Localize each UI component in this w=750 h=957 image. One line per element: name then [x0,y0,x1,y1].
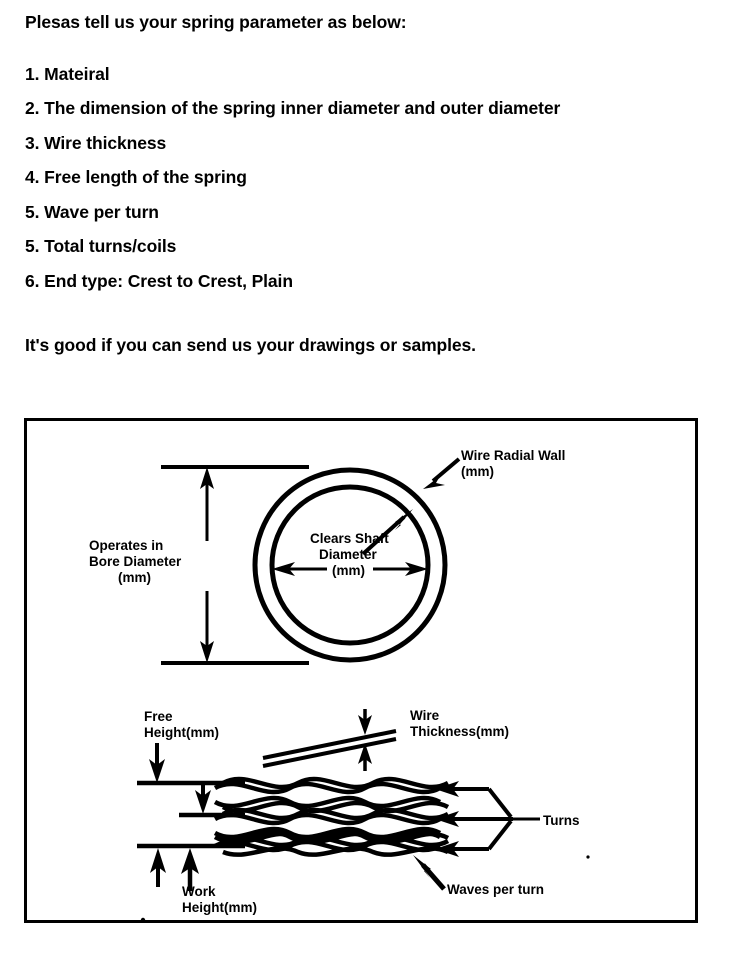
side-view-group: Free Height(mm) [137,708,590,923]
bore-diameter-label-line3: (mm) [118,570,151,585]
free-height-label-line1: Free [144,709,173,724]
radial-wall-inner-leader-arrow [361,509,413,556]
shaft-diameter-label-line3: (mm) [332,563,365,578]
param-item-7: 6. End type: Crest to Crest, Plain [25,270,293,291]
wire-strip-detail [262,729,397,768]
coil-3-strand-a [213,839,442,853]
work-height-label-line2: Height(mm) [182,900,257,915]
param-item-5: 5. Wave per turn [25,201,159,222]
scan-artifact-dot [586,855,590,859]
coil-1-strand-a [213,781,442,795]
technical-diagram-frame: Operates in Bore Diameter (mm) Clears Sh… [24,418,698,923]
shaft-diameter-label-line2: Diameter [319,547,378,562]
work-height-label-line1: Work [182,884,216,899]
wire-radial-wall-label-line1: Wire Radial Wall [461,448,565,463]
coil-2-strand-a [213,812,442,826]
closing-line: It's good if you can send us your drawin… [25,335,476,355]
work-height-arrow-up-left [150,848,166,887]
coil-2-strand-c [221,807,450,821]
wave-spring-coils [213,776,450,857]
coil-3-strand-d [222,846,449,857]
coil-1-strand-c [221,776,450,790]
inner-diameter-circle [269,484,431,646]
top-view-group: Operates in Bore Diameter (mm) Clears Sh… [89,448,565,665]
bore-diameter-label-line2: Bore Diameter [89,554,182,569]
coil-1-strand-d [221,800,450,814]
wire-thickness-label-line2: Thickness(mm) [410,724,509,739]
param-item-4: 4. Free length of the spring [25,167,247,187]
shaft-diameter-label-line1: Clears Shaft [310,531,389,546]
free-height-arrow-down [149,743,165,783]
bore-diameter-label-line1: Operates in [89,538,163,553]
spring-parameter-request-text: Plesas tell us your spring parameter as … [25,12,725,355]
spacer [25,32,725,66]
coil-1-strand-b [213,795,442,809]
waves-per-turn-label: Waves per turn [447,882,544,897]
bore-dimension-arrow-up [200,467,214,541]
wire-radial-wall-label-line2: (mm) [461,464,494,479]
coil-2-strand-d [221,831,450,845]
technical-diagram-svg: Operates in Bore Diameter (mm) Clears Sh… [89,448,590,923]
shaft-diameter-arrow-right [373,562,428,576]
waves-per-turn-callout: Waves per turn [413,855,544,897]
spacer [25,307,725,337]
scan-artifact-dot-2 [140,917,146,923]
coil-2-strand-b [213,826,442,840]
shaft-diameter-arrow-left [272,562,327,576]
radial-wall-outer-leader-arrow [423,457,461,489]
wire-thickness-label-line1: Wire [410,708,440,723]
bore-dimension-arrow-down [200,591,214,663]
wire-thickness-arrow-down [358,709,372,735]
param-item-6: 5. Total turns/coils [25,236,177,256]
turns-callout: Turns [435,781,580,857]
outer-diameter-circle [252,467,448,663]
free-height-label-line2: Height(mm) [144,725,219,740]
work-height-inner-arrow-down [195,785,211,814]
turns-label: Turns [543,813,580,828]
param-item-1: 1. Mateiral [25,63,110,84]
param-item-3: 3. Wire thickness [25,132,167,153]
wire-thickness-arrow-up [358,743,372,771]
work-height-arrow-up-right [181,848,199,891]
intro-line: Plesas tell us your spring parameter as … [25,12,407,32]
param-item-2: 2. The dimension of the spring inner dia… [25,98,561,118]
coil-3-strand-c [221,834,450,848]
